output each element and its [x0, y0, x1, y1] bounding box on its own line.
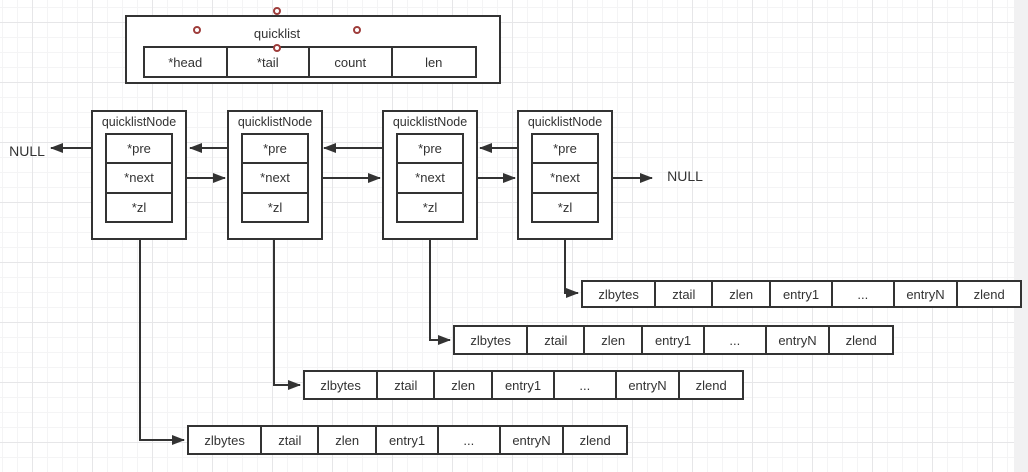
ziplist-cell-zlend[interactable]: zlend	[695, 377, 727, 393]
quicklist-field-head[interactable]: *head	[145, 48, 228, 76]
ziplist-cell-entryN[interactable]: entryN	[895, 282, 959, 306]
node-field-zl[interactable]: *zl	[267, 199, 283, 215]
ziplist-cell-entry1[interactable]: entry1	[377, 427, 439, 453]
connection-point-dot[interactable]	[273, 44, 281, 52]
node-field-next[interactable]: *next	[107, 164, 171, 194]
node-title: quicklistNode	[237, 115, 313, 129]
connection-point-dot[interactable]	[193, 26, 201, 34]
ziplist-cell-ellipsis[interactable]: ...	[705, 327, 767, 353]
ziplist-cell-zlbytes[interactable]: zlbytes	[305, 372, 379, 398]
quicklist-title: quicklist	[253, 26, 301, 41]
ziplist-cell-zlend[interactable]: zlend	[845, 332, 877, 348]
quicklist-node-1[interactable]: quicklistNode *pre *next *zl	[91, 110, 187, 240]
connection-point-dot[interactable]	[353, 26, 361, 34]
quicklist-field-count[interactable]: count	[310, 48, 393, 76]
quicklist-node-4[interactable]: quicklistNode *pre *next *zl	[517, 110, 613, 240]
node-field-zl[interactable]: *zl	[131, 199, 147, 215]
node-field-next[interactable]: *next	[398, 164, 462, 194]
right-scrollbar-track[interactable]	[1014, 0, 1028, 472]
ziplist-cell-entryN[interactable]: entryN	[501, 427, 565, 453]
node-fields: *pre *next *zl	[105, 133, 173, 223]
node-field-next[interactable]: *next	[243, 164, 307, 194]
node-field-pre[interactable]: *pre	[398, 135, 462, 165]
ziplist-cell-ztail[interactable]: ztail	[262, 427, 320, 453]
ziplist-cell-zlbytes[interactable]: zlbytes	[455, 327, 529, 353]
quicklist-node-2[interactable]: quicklistNode *pre *next *zl	[227, 110, 323, 240]
quicklist-field-len[interactable]: len	[425, 54, 443, 70]
node-field-next[interactable]: *next	[533, 164, 597, 194]
arrow-node1-zl-to-ziplist4	[139, 239, 185, 445]
quicklist-struct-box[interactable]: quicklist *head *tail count len	[125, 15, 501, 84]
node-fields: *pre *next *zl	[241, 133, 309, 223]
ziplist-cell-ztail[interactable]: ztail	[378, 372, 436, 398]
node-field-zl[interactable]: *zl	[557, 199, 573, 215]
ziplist-cell-zlen[interactable]: zlen	[319, 427, 378, 453]
node-fields: *pre *next *zl	[531, 133, 599, 223]
ziplist-cell-ellipsis[interactable]: ...	[439, 427, 501, 453]
node-title: quicklistNode	[101, 115, 177, 129]
ziplist-cell-ellipsis[interactable]: ...	[833, 282, 895, 306]
null-label-right: NULL	[667, 168, 703, 184]
ziplist-1[interactable]: zlbytes ztail zlen entry1 ... entryN zle…	[581, 280, 1022, 308]
ziplist-cell-zlbytes[interactable]: zlbytes	[583, 282, 657, 306]
ziplist-cell-zlen[interactable]: zlen	[585, 327, 644, 353]
ziplist-cell-zlbytes[interactable]: zlbytes	[189, 427, 263, 453]
ziplist-4[interactable]: zlbytes ztail zlen entry1 ... entryN zle…	[187, 425, 628, 455]
ziplist-cell-entryN[interactable]: entryN	[767, 327, 831, 353]
node-field-pre[interactable]: *pre	[533, 135, 597, 165]
quicklist-node-3[interactable]: quicklistNode *pre *next *zl	[382, 110, 478, 240]
node-fields: *pre *next *zl	[396, 133, 464, 223]
connection-point-dot[interactable]	[273, 7, 281, 15]
arrow-node4-zl-to-ziplist1	[564, 239, 579, 298]
node-field-pre[interactable]: *pre	[243, 135, 307, 165]
ziplist-cell-entryN[interactable]: entryN	[617, 372, 681, 398]
node-field-zl[interactable]: *zl	[422, 199, 438, 215]
quicklist-fields-row: *head *tail count len	[143, 46, 477, 78]
node-title: quicklistNode	[527, 115, 603, 129]
node-field-pre[interactable]: *pre	[107, 135, 171, 165]
ziplist-cell-zlend[interactable]: zlend	[973, 286, 1005, 302]
quicklist-field-tail[interactable]: *tail	[228, 48, 310, 76]
ziplist-3[interactable]: zlbytes ztail zlen entry1 ... entryN zle…	[303, 370, 744, 400]
null-label-left: NULL	[9, 143, 45, 159]
arrow-node3-zl-to-ziplist2	[429, 239, 451, 345]
ziplist-cell-zlen[interactable]: zlen	[435, 372, 494, 398]
ziplist-cell-zlen[interactable]: zlen	[713, 282, 772, 306]
arrow-node2-zl-to-ziplist3	[273, 239, 301, 390]
ziplist-cell-ztail[interactable]: ztail	[656, 282, 714, 306]
ziplist-2[interactable]: zlbytes ztail zlen entry1 ... entryN zle…	[453, 325, 894, 355]
ziplist-cell-entry1[interactable]: entry1	[493, 372, 555, 398]
ziplist-cell-entry1[interactable]: entry1	[643, 327, 705, 353]
ziplist-cell-entry1[interactable]: entry1	[771, 282, 833, 306]
ziplist-cell-ellipsis[interactable]: ...	[555, 372, 617, 398]
ziplist-cell-zlend[interactable]: zlend	[579, 432, 611, 448]
node-title: quicklistNode	[392, 115, 468, 129]
ziplist-cell-ztail[interactable]: ztail	[528, 327, 586, 353]
